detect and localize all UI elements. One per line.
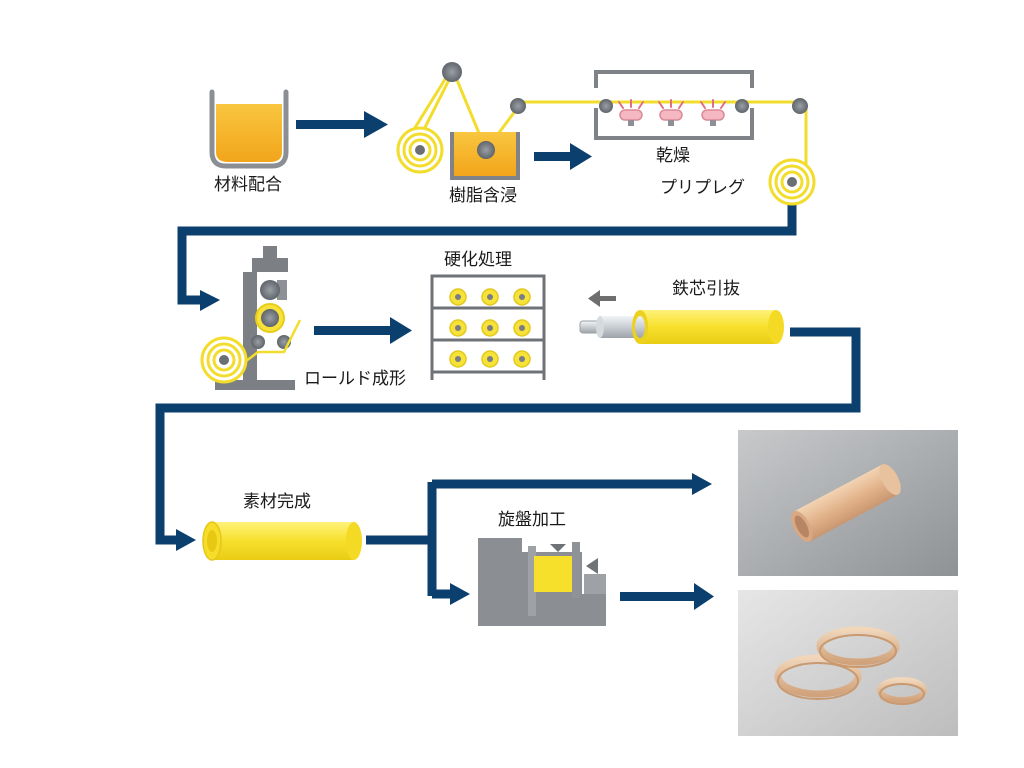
rolling-press-icon (200, 246, 302, 390)
step-label-core-extraction: 鉄芯引抜 (672, 279, 740, 299)
step-label-mixing: 材料配合 (214, 175, 282, 195)
arrow-mixing-to-impregnation (296, 111, 388, 138)
impregnation-line (396, 62, 808, 185)
arrow-blank-split (366, 479, 694, 599)
heater-lamp-icon (594, 70, 808, 140)
lathe-icon (478, 538, 606, 626)
step-label-impregnation: 樹脂含浸 (449, 186, 517, 206)
step-label-roll-forming: ロールド成形 (304, 369, 406, 389)
step-label-blank-complete: 素材完成 (243, 492, 311, 512)
arrowhead-blank-complete (176, 529, 196, 551)
tube-icon (202, 521, 362, 561)
arrow-lathe-to-rings-photo (620, 583, 714, 610)
beaker-icon (209, 89, 289, 169)
arrow-core-extraction-to-blank (155, 327, 861, 545)
prepreg-coil-icon (768, 158, 816, 206)
arrowhead-to-lathe (450, 583, 470, 605)
arrowhead-to-tube-photo (692, 473, 712, 495)
mandrel-tube-icon (579, 310, 784, 344)
arrow-impregnation-to-drying (534, 143, 592, 170)
arrowhead-roll-forming (200, 290, 220, 311)
step-label-drying: 乾燥 (656, 146, 690, 166)
arrow-roll-forming-to-curing (314, 317, 412, 344)
oven-rack-icon (430, 274, 546, 380)
step-label-lathe: 旋盤加工 (498, 510, 566, 530)
resin-bath-icon (450, 132, 520, 180)
arrow-prepreg-to-roll-forming (177, 204, 797, 305)
step-label-curing: 硬化処理 (444, 250, 512, 270)
coil-roll-icon (396, 126, 444, 174)
finished-rings-photo (738, 590, 958, 736)
flow-connectors (155, 111, 861, 610)
curing-rack-rolls (449, 288, 531, 368)
forming-coil-icon (200, 336, 248, 384)
step-label-prepreg: プリプレグ (660, 178, 745, 198)
extraction-direction-arrow (588, 290, 616, 307)
finished-tube-photo (738, 430, 958, 576)
